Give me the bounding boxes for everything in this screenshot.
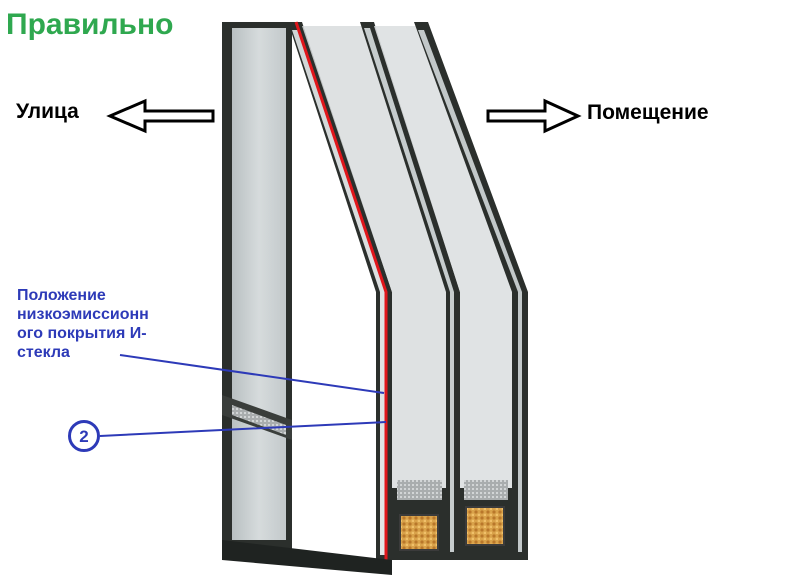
coating-note-line: Положение — [17, 287, 106, 304]
low-e-coating-line — [294, 21, 388, 560]
coating-note-line: стекла — [17, 344, 70, 361]
spacer-frame-2 — [460, 480, 512, 560]
arrow-right-icon — [486, 98, 582, 134]
glass-pane-middle — [360, 22, 460, 560]
page-title: Правильно — [6, 8, 174, 41]
pane-number-marker: 2 — [68, 420, 100, 452]
arrow-left-icon — [106, 98, 215, 134]
spacer-frame-1 — [392, 480, 446, 560]
desiccant-fill-1 — [399, 514, 439, 551]
glass-pane-inner — [414, 22, 528, 560]
coating-note-line: низкоэмиссионн — [17, 306, 149, 323]
coating-note-line: ого покрытия И- — [17, 325, 147, 342]
coating-note: Положение низкоэмиссионн ого покрытия И-… — [17, 286, 149, 362]
glass-pane-outer — [222, 22, 292, 560]
desiccant-fill-2 — [465, 506, 505, 546]
outside-label: Улица — [16, 100, 79, 123]
inside-label: Помещение — [587, 101, 709, 124]
coating-leader-line — [119, 354, 385, 394]
glass-pane-coated — [288, 21, 392, 560]
pane-marker-leader-line — [99, 421, 387, 437]
